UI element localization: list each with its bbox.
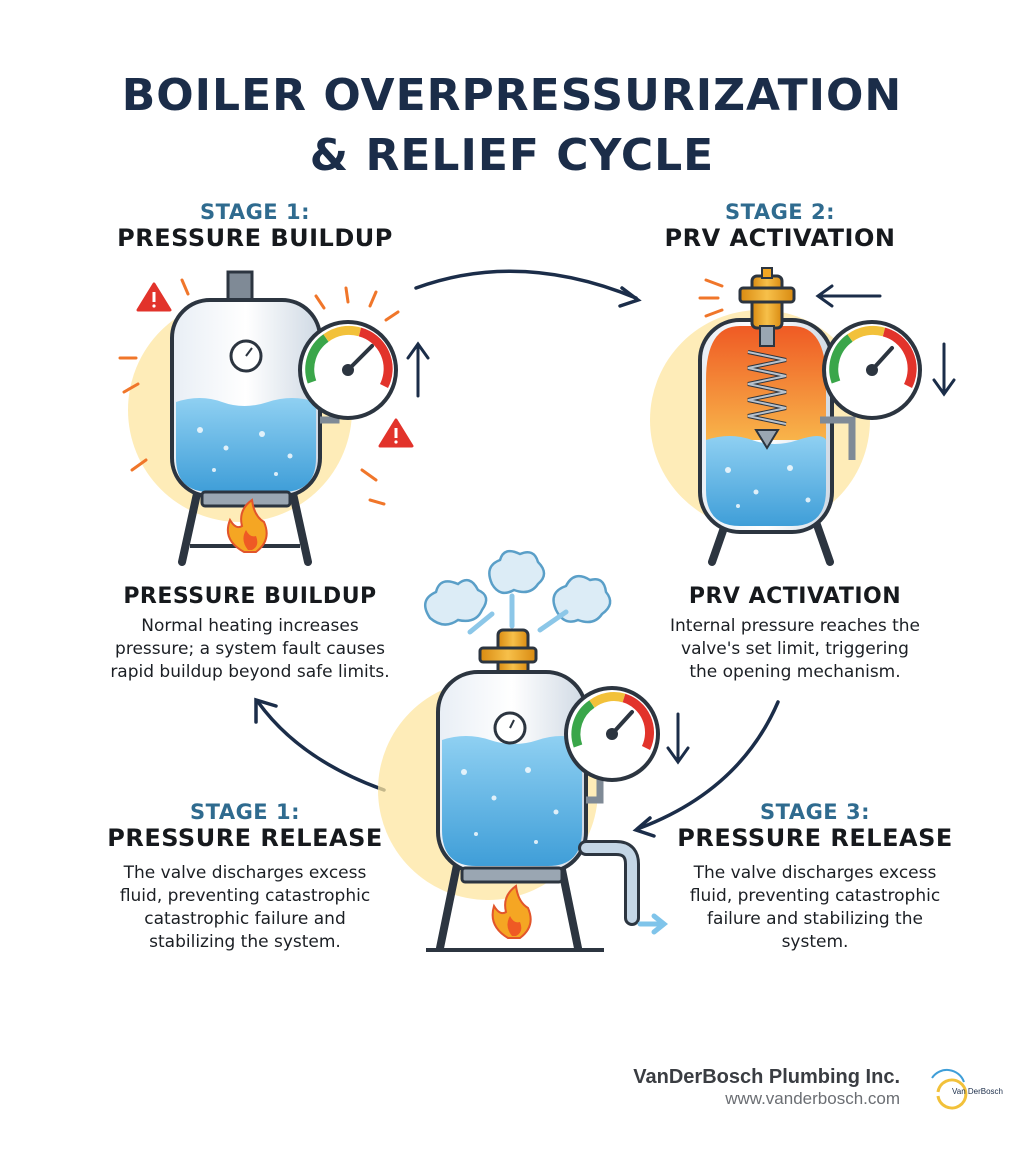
stage-name: PRESSURE RELEASE bbox=[107, 824, 383, 852]
description-line: The valve discharges excess bbox=[693, 863, 937, 883]
title-line-2: & RELIEF CYCLE bbox=[309, 130, 715, 181]
description-release-right: The valve discharges excess fluid, preve… bbox=[670, 862, 960, 954]
description-line: pressure; a system fault causes bbox=[115, 639, 385, 659]
description-line: fluid, preventing catastrophic bbox=[119, 886, 371, 906]
stage-name: PRESSURE BUILDUP bbox=[117, 224, 393, 252]
description-line: catastrophic failure and bbox=[144, 909, 346, 929]
description-heading: PRV ACTIVATION bbox=[688, 584, 902, 609]
brand-logo-text: Van DerBosch bbox=[952, 1087, 1003, 1096]
brand-name: VanDerBosch Plumbing Inc. bbox=[633, 1066, 900, 1088]
stage-header-top-right: STAGE 2: PRV ACTIVATION bbox=[620, 200, 940, 252]
description-line: The valve discharges excess bbox=[123, 863, 367, 883]
cycle-arrow-icon bbox=[254, 269, 780, 838]
page-title: BOILER OVERPRESSURIZATION & RELIEF CYCLE bbox=[0, 66, 1024, 186]
description-line: rapid buildup beyond safe limits. bbox=[110, 662, 390, 682]
stage-label: STAGE 2: bbox=[725, 200, 835, 224]
description-line: fluid, preventing catastrophic bbox=[689, 886, 941, 906]
description-buildup: PRESSURE BUILDUP Normal heating increase… bbox=[90, 584, 410, 684]
stage-name: PRV ACTIVATION bbox=[664, 224, 896, 252]
description-line: system. bbox=[781, 932, 849, 952]
boiler-stage-1 bbox=[118, 270, 430, 566]
title-line-1: BOILER OVERPRESSURIZATION bbox=[121, 70, 903, 121]
brand-block: VanDerBosch Plumbing Inc. www.vanderbosc… bbox=[560, 1066, 900, 1109]
stage-label: STAGE 1: bbox=[200, 200, 310, 224]
brand-url: www.vanderbosch.com bbox=[725, 1089, 900, 1108]
flame-icon bbox=[491, 884, 532, 939]
spring-valve-icon bbox=[738, 267, 796, 450]
pressure-gauge-icon bbox=[822, 320, 922, 420]
description-release-left: The valve discharges excess fluid, preve… bbox=[90, 862, 400, 954]
stage-label: STAGE 3: bbox=[760, 800, 870, 824]
boiler-stage-3 bbox=[378, 549, 690, 952]
description-line: Internal pressure reaches the bbox=[670, 616, 920, 636]
stage-label: STAGE 1: bbox=[190, 800, 300, 824]
description-line: valve's set limit, triggering bbox=[681, 639, 909, 659]
pressure-gauge-icon bbox=[564, 686, 660, 782]
stage-header-bottom-right: STAGE 3: PRESSURE RELEASE bbox=[665, 800, 965, 852]
steam-cloud-icon bbox=[423, 549, 612, 635]
stage-header-bottom-left: STAGE 1: PRESSURE RELEASE bbox=[80, 800, 410, 852]
description-line: stabilizing the system. bbox=[149, 932, 341, 952]
description-line: failure and stabilizing the bbox=[707, 909, 923, 929]
description-heading: PRESSURE BUILDUP bbox=[123, 584, 377, 609]
stage-header-top-left: STAGE 1: PRESSURE BUILDUP bbox=[90, 200, 420, 252]
stage-name: PRESSURE RELEASE bbox=[677, 824, 953, 852]
description-activation: PRV ACTIVATION Internal pressure reaches… bbox=[640, 584, 950, 684]
brand-logo: Van DerBosch bbox=[931, 1068, 1003, 1110]
flame-icon bbox=[226, 498, 268, 553]
warning-icon bbox=[378, 418, 414, 448]
warning-icon bbox=[136, 282, 172, 312]
boiler-stage-2 bbox=[650, 267, 956, 566]
description-line: the opening mechanism. bbox=[689, 662, 901, 682]
pressure-gauge-icon bbox=[298, 320, 398, 420]
description-line: Normal heating increases bbox=[141, 616, 359, 636]
